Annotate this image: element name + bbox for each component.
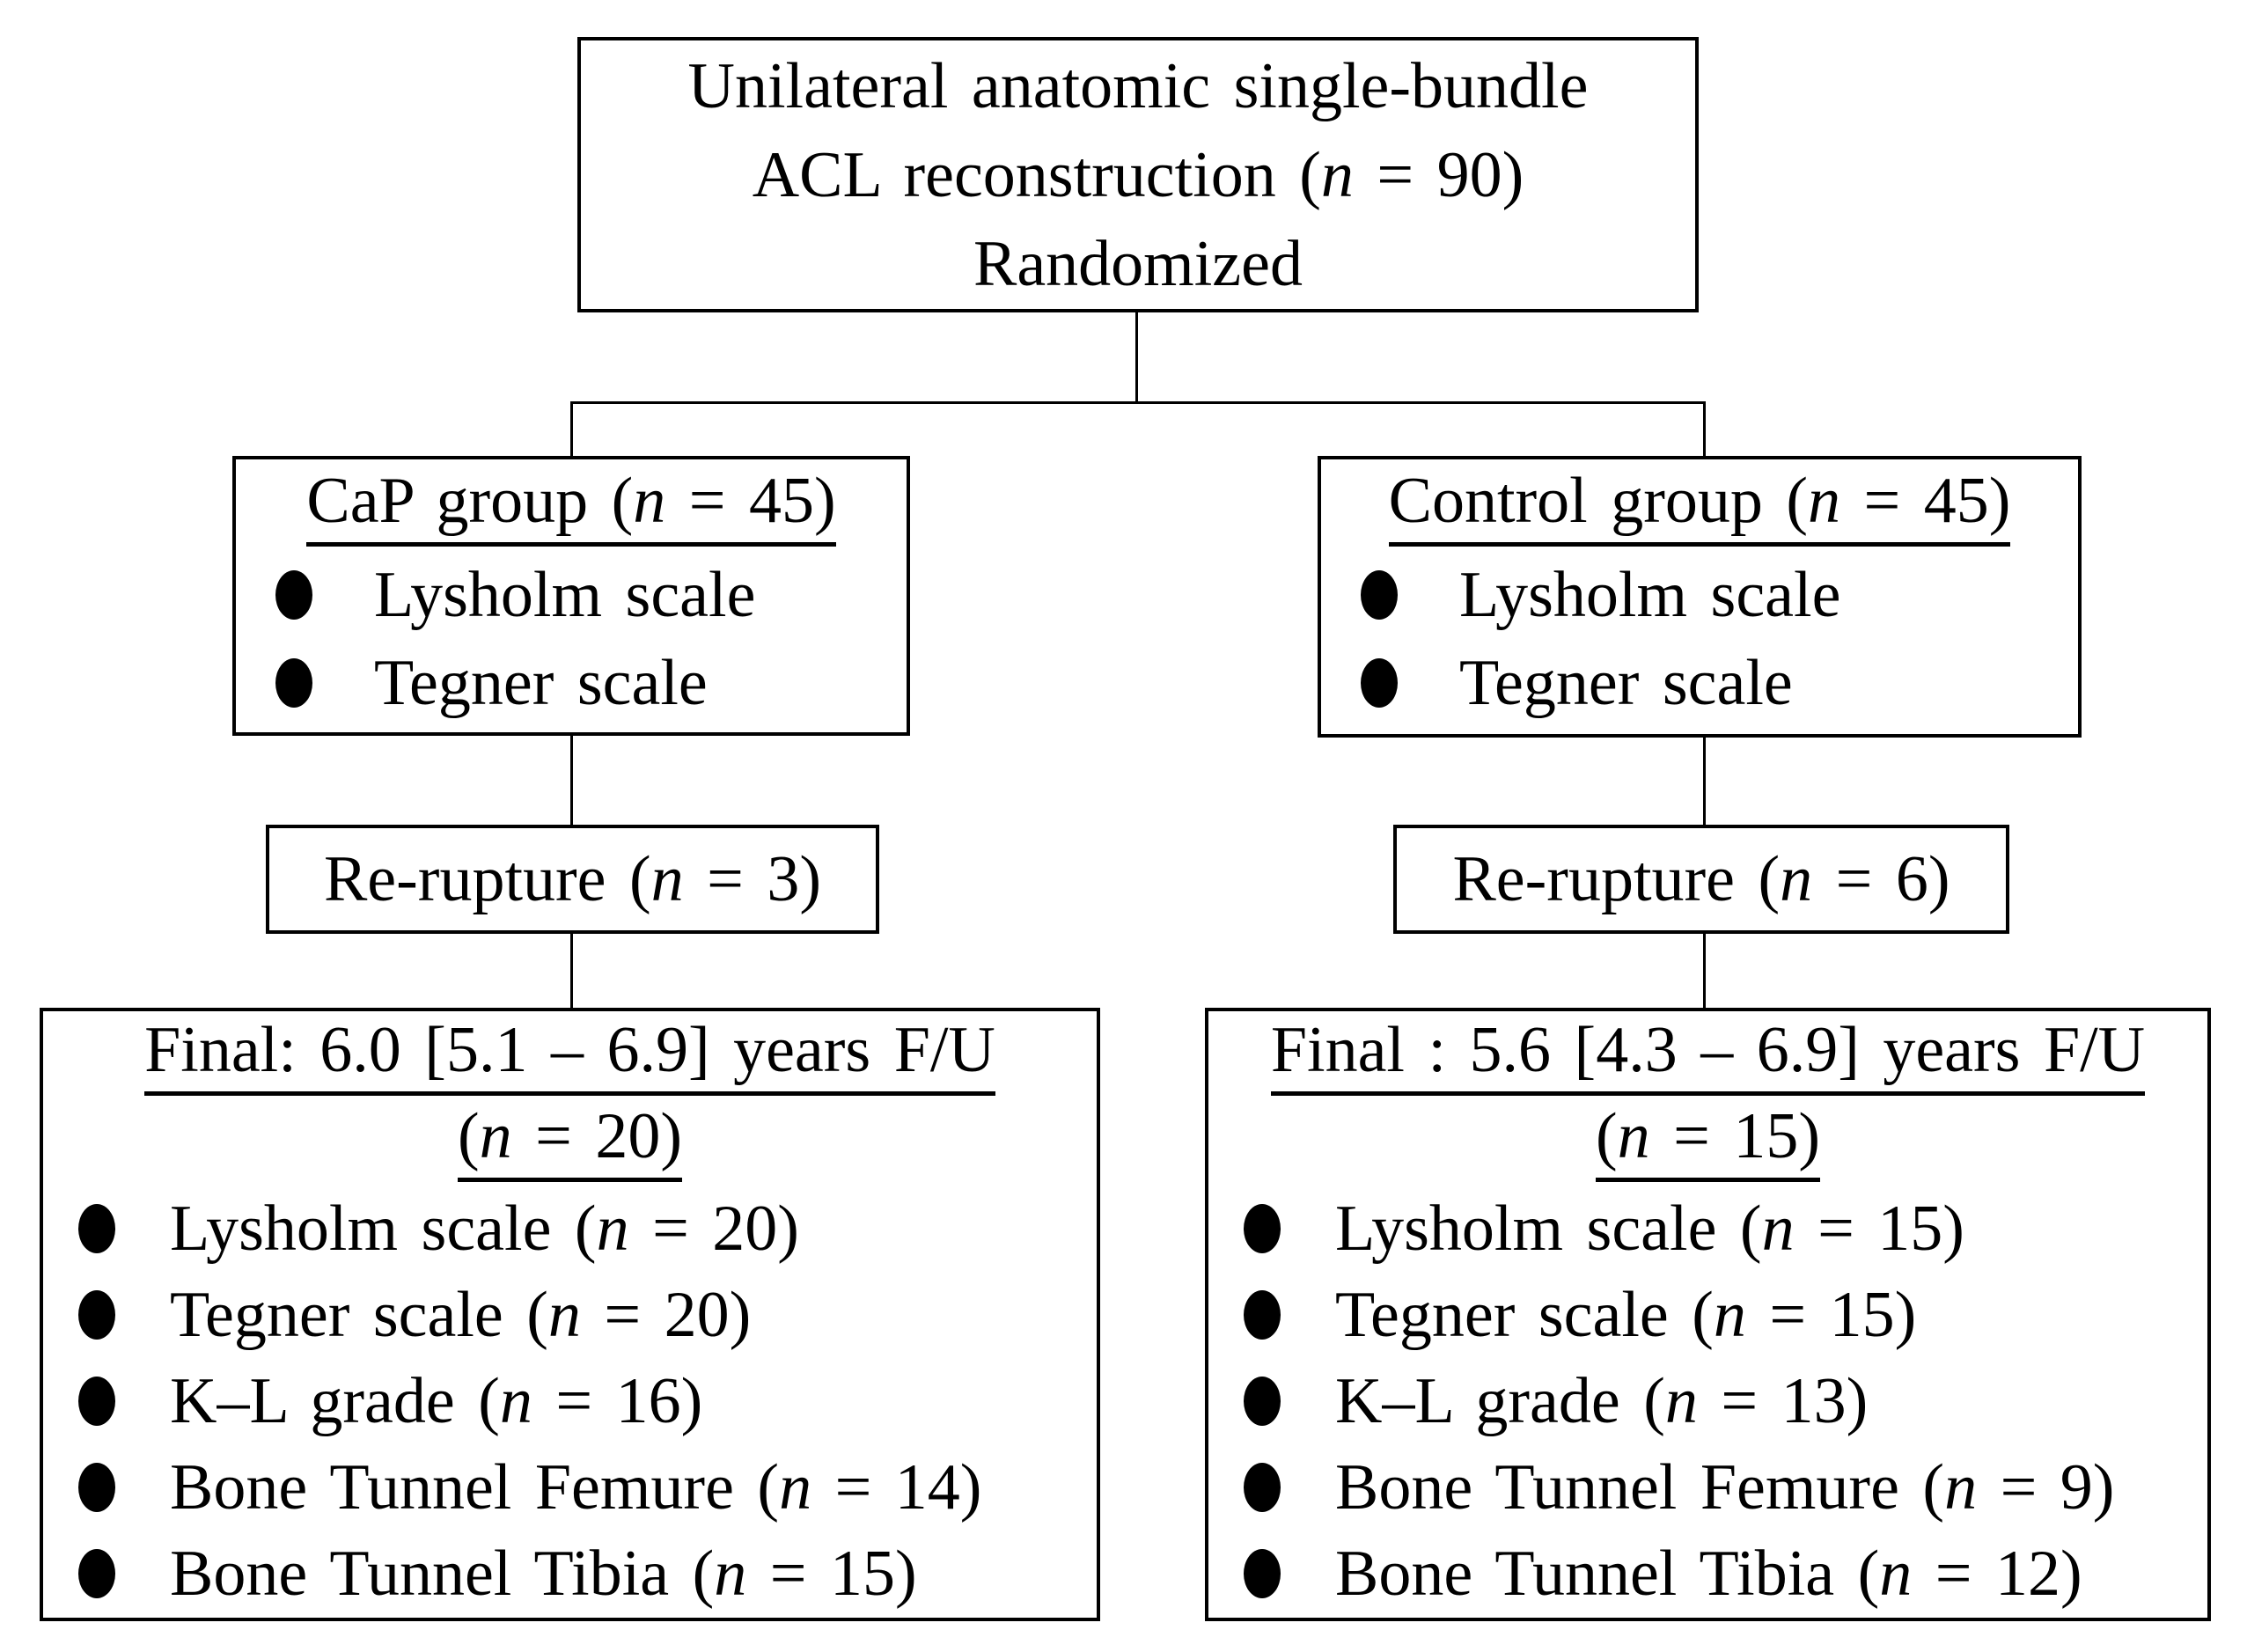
- bullet-icon: [78, 1463, 115, 1512]
- final-cap-bullet-tegner: Tegner scale (n = 20): [43, 1272, 1097, 1358]
- bullet-icon: [275, 570, 312, 620]
- final-control-bullet-kl-grade: K–L grade (n = 13): [1208, 1358, 2207, 1444]
- final-control-header-line-2: (n = 15): [1208, 1099, 2207, 1186]
- control-group-bullet-tegner: Tegner scale: [1321, 639, 2078, 727]
- final-cap-bullet-lysholm: Lysholm scale (n = 20): [43, 1186, 1097, 1272]
- final-control-bullet-tegner: Tegner scale (n = 15): [1208, 1272, 2207, 1358]
- final-cap-bullet-bone-tunnel-femur: Bone Tunnel Femure (n = 14): [43, 1444, 1097, 1531]
- bullet-icon: [78, 1204, 115, 1253]
- final-followup-control-box: Final : 5.6 [4.3 – 6.9] years F/U (n = 1…: [1205, 1008, 2211, 1621]
- connector-rerupture-to-final-left: [570, 934, 573, 1008]
- final-cap-header-line-1: Final: 6.0 [5.1 – 6.9] years F/U: [43, 1013, 1097, 1099]
- control-group-box: Control group (n = 45) Lysholm scale Teg…: [1318, 456, 2082, 738]
- bullet-icon: [78, 1377, 115, 1426]
- connector-title-down: [1135, 312, 1138, 404]
- control-group-bullet-lysholm: Lysholm scale: [1321, 551, 2078, 639]
- final-control-header-line-1: Final : 5.6 [4.3 – 6.9] years F/U: [1208, 1013, 2207, 1099]
- bullet-icon: [275, 658, 312, 708]
- bullet-icon: [1244, 1463, 1281, 1512]
- final-control-bullet-bone-tunnel-femur: Bone Tunnel Femure (n = 9): [1208, 1444, 2207, 1531]
- connector-cap-to-rerupture: [570, 736, 573, 825]
- bullet-icon: [1361, 658, 1398, 708]
- bullet-icon: [1244, 1290, 1281, 1340]
- bullet-icon: [1244, 1204, 1281, 1253]
- enrollment-box: Unilateral anatomic single-bundle ACL re…: [577, 37, 1699, 312]
- connector-branch-horizontal: [570, 401, 1706, 404]
- enrollment-line-2: ACL reconstruction (n = 90): [752, 139, 1524, 211]
- final-cap-bullet-bone-tunnel-tibia: Bone Tunnel Tibia (n = 15): [43, 1531, 1097, 1617]
- enrollment-line-1: Unilateral anatomic single-bundle: [687, 50, 1589, 122]
- connector-right-branch-drop: [1703, 401, 1706, 456]
- cap-group-bullet-lysholm: Lysholm scale: [236, 551, 907, 639]
- bullet-icon: [1361, 570, 1398, 620]
- cap-group-header: CaP group (n = 45): [236, 463, 907, 551]
- bullet-icon: [78, 1549, 115, 1598]
- bullet-icon: [78, 1290, 115, 1340]
- final-cap-bullet-kl-grade: K–L grade (n = 16): [43, 1358, 1097, 1444]
- control-group-header: Control group (n = 45): [1321, 463, 2078, 551]
- final-followup-cap-box: Final: 6.0 [5.1 – 6.9] years F/U (n = 20…: [40, 1008, 1100, 1621]
- final-control-bullet-bone-tunnel-tibia: Bone Tunnel Tibia (n = 12): [1208, 1531, 2207, 1617]
- connector-left-branch-drop: [570, 401, 573, 456]
- rerupture-control-box: Re-rupture (n = 6): [1393, 825, 2009, 934]
- enrollment-line-3: Randomized: [973, 228, 1303, 300]
- cap-group-bullet-tegner: Tegner scale: [236, 639, 907, 727]
- connector-control-to-rerupture: [1703, 738, 1706, 825]
- final-cap-header-line-2: (n = 20): [43, 1099, 1097, 1186]
- bullet-icon: [1244, 1377, 1281, 1426]
- final-control-bullet-lysholm: Lysholm scale (n = 15): [1208, 1186, 2207, 1272]
- cap-group-box: CaP group (n = 45) Lysholm scale Tegner …: [232, 456, 910, 736]
- connector-rerupture-to-final-right: [1703, 934, 1706, 1008]
- bullet-icon: [1244, 1549, 1281, 1598]
- rerupture-cap-box: Re-rupture (n = 3): [266, 825, 879, 934]
